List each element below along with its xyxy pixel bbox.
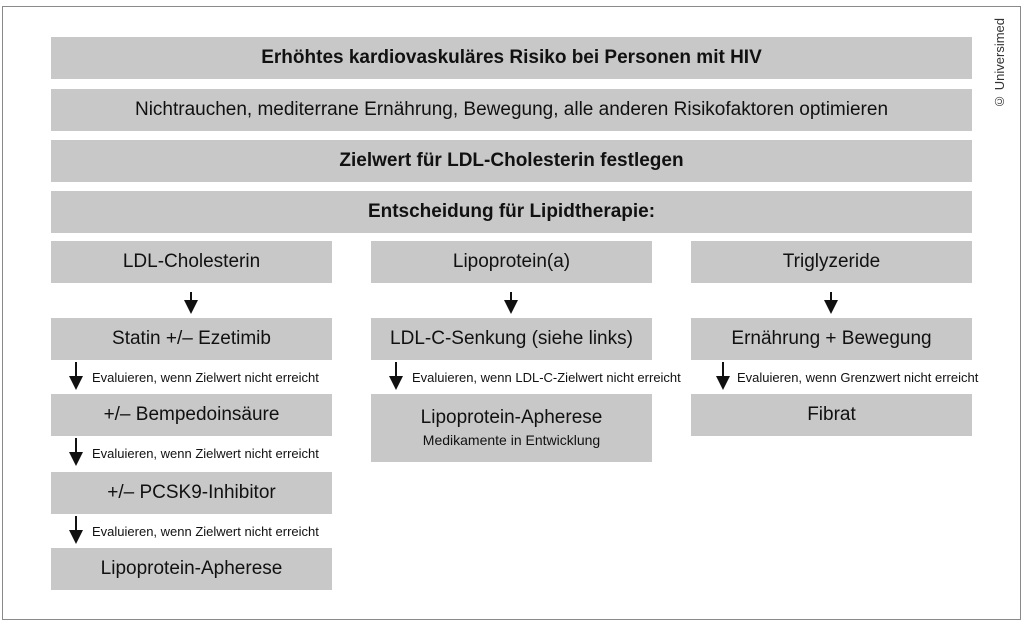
ldl-title-box: LDL-Cholesterin xyxy=(51,241,332,283)
tg-title-box: Triglyzeride xyxy=(691,241,972,283)
decision-text: Entscheidung für Lipidtherapie: xyxy=(367,200,656,222)
tg-eval1-arrow xyxy=(716,362,730,390)
lpa-eval1-text: Evaluieren, wenn LDL-C-Zielwert nicht er… xyxy=(412,370,681,385)
decision-box: Entscheidung für Lipidtherapie: xyxy=(51,191,972,233)
ldl-step3-box: +/– PCSK9-Inhibitor xyxy=(51,472,332,514)
lpa-title-text: Lipoprotein(a) xyxy=(452,250,571,272)
ldl-eval3-arrow xyxy=(69,516,83,544)
ldl-arrow-down xyxy=(184,292,198,314)
ldl-eval2-text: Evaluieren, wenn Zielwert nicht erreicht xyxy=(92,446,319,461)
ldl-step1-box: Statin +/– Ezetimib xyxy=(51,318,332,360)
ldl-step3-text: +/– PCSK9-Inhibitor xyxy=(107,481,276,503)
target-text: Zielwert für LDL-Cholesterin festlegen xyxy=(339,149,684,171)
tg-step2-box: Fibrat xyxy=(691,394,972,436)
title-text: Erhöhtes kardiovaskuläres Risiko bei Per… xyxy=(261,46,762,68)
ldl-step2-text: +/– Bempedoinsäure xyxy=(103,403,280,425)
ldl-eval1-arrow xyxy=(69,362,83,390)
copyright-label: © Universimed xyxy=(992,18,1007,109)
tg-eval1-text: Evaluieren, wenn Grenzwert nicht erreich… xyxy=(737,370,979,385)
lpa-step2-subtext: Medikamente in Entwicklung xyxy=(422,432,601,448)
ldl-eval2-arrow xyxy=(69,438,83,466)
lpa-step1-text: LDL-C-Senkung (siehe links) xyxy=(390,327,633,349)
lpa-eval1-arrow xyxy=(389,362,403,390)
lifestyle-box: Nichtrauchen, mediterrane Ernährung, Bew… xyxy=(51,89,972,131)
tg-step2-text: Fibrat xyxy=(807,403,856,425)
ldl-step2-box: +/– Bempedoinsäure xyxy=(51,394,332,436)
ldl-eval3-text: Evaluieren, wenn Zielwert nicht erreicht xyxy=(92,524,319,539)
lpa-step2-box: Lipoprotein-Apherese Medikamente in Entw… xyxy=(371,394,652,462)
ldl-step4-text: Lipoprotein-Apherese xyxy=(100,557,283,579)
ldl-step1-text: Statin +/– Ezetimib xyxy=(112,327,271,349)
ldl-title-text: LDL-Cholesterin xyxy=(122,250,261,272)
lpa-step1-box: LDL-C-Senkung (siehe links) xyxy=(371,318,652,360)
ldl-step4-box: Lipoprotein-Apherese xyxy=(51,548,332,590)
tg-arrow-down xyxy=(824,292,838,314)
tg-title-text: Triglyzeride xyxy=(782,250,881,272)
title-box: Erhöhtes kardiovaskuläres Risiko bei Per… xyxy=(51,37,972,79)
tg-step1-box: Ernährung + Bewegung xyxy=(691,318,972,360)
lifestyle-text: Nichtrauchen, mediterrane Ernährung, Bew… xyxy=(134,98,889,120)
lpa-step2-text: Lipoprotein-Apherese xyxy=(420,407,603,429)
ldl-eval1-text: Evaluieren, wenn Zielwert nicht erreicht xyxy=(92,370,319,385)
lpa-arrow-down xyxy=(504,292,518,314)
lpa-title-box: Lipoprotein(a) xyxy=(371,241,652,283)
target-box: Zielwert für LDL-Cholesterin festlegen xyxy=(51,140,972,182)
tg-step1-text: Ernährung + Bewegung xyxy=(731,327,932,349)
